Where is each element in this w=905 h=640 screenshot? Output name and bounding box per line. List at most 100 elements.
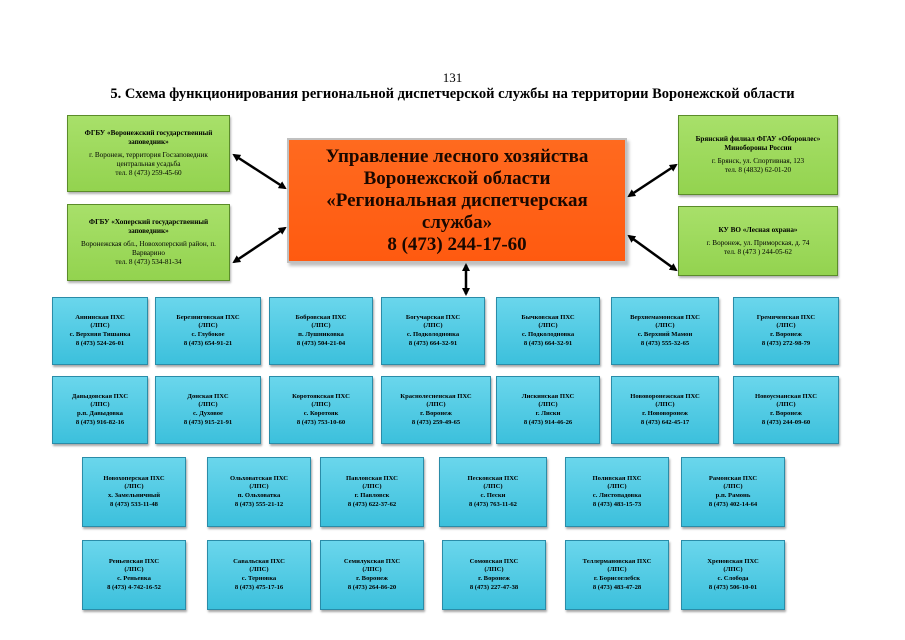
station-place: г. Павловск <box>354 492 390 499</box>
station-name: Верхнемамонская ПХС <box>630 313 700 321</box>
station-box: Верхнемамонская ПХС(ЛПС)с. Верхний Мамон… <box>611 297 719 365</box>
page-title: 5. Схема функционирования региональной д… <box>110 86 795 102</box>
station-name: Аннинская ПХС <box>75 313 125 321</box>
station-name: Давыдовская ПХС <box>71 392 129 400</box>
org-name: Брянский филиал ФГАУ «Оборонлес» Минобор… <box>695 135 821 152</box>
station-place: п. Лушниковка <box>298 331 344 338</box>
station-place: х. Замельничный <box>107 492 161 499</box>
station-type: (ЛПС) <box>423 322 443 330</box>
center-line-2: Воронежской области <box>363 167 551 189</box>
station-type: (ЛПС) <box>655 322 675 330</box>
station-phone: 8 (473) 506-10-01 <box>708 583 758 591</box>
station-place: с. Пески <box>480 492 506 499</box>
station-phone: 8 (473) 4-742-16-52 <box>107 583 161 591</box>
station-phone: 8 (473) 272-98-79 <box>761 339 811 347</box>
org-name: ФГБУ «Воронежский государственный запове… <box>84 129 213 146</box>
station-place: г. Воронеж <box>420 410 452 417</box>
station-name: Сомовская ПХС <box>469 557 519 565</box>
station-name: Песковская ПХС <box>467 474 519 482</box>
station-place: с. Подколодновка <box>406 331 460 338</box>
station-name: Краснолесненская ПХС <box>400 392 472 400</box>
station-place: с. Глубокое <box>191 331 225 338</box>
org-address: г. Брянск, ул. Спортивная, 123 <box>711 157 805 165</box>
org-box-oboronles: Брянский филиал ФГАУ «Оборонлес» Минобор… <box>678 115 838 195</box>
station-name: Павловская ПХС <box>346 474 398 482</box>
station-phone: 8 (473) 483-15-73 <box>592 500 642 508</box>
org-address: г. Воронеж, территория Госзаповедник цен… <box>89 151 208 168</box>
station-name: Новоусманская ПХС <box>755 392 817 400</box>
station-name: Савальская ПХС <box>233 557 285 565</box>
org-name: КУ ВО «Лесная охрана» <box>718 225 798 234</box>
station-type: (ЛПС) <box>607 566 627 574</box>
arrow-lesnaya-ohrana <box>627 234 678 272</box>
org-address: г. Воронеж, ул. Приморская, д. 74 <box>706 238 810 247</box>
station-type: (ЛПС) <box>249 483 269 491</box>
station-place: с. Подколодновка <box>521 331 575 338</box>
org-box-lesnaya-ohrana: КУ ВО «Лесная охрана» г. Воронеж, ул. Пр… <box>678 206 838 276</box>
station-type: (ЛПС) <box>362 483 382 491</box>
station-place: г. Нововоронеж <box>642 410 688 417</box>
station-name: Теллермановская ПХС <box>582 557 652 565</box>
station-name: Бобровская ПХС <box>295 313 347 321</box>
station-phone: 8 (473) 914-46-26 <box>523 418 573 426</box>
station-phone: 8 (473) 524-26-01 <box>75 339 125 347</box>
station-name: Донская ПХС <box>187 392 229 400</box>
station-place: с. Верхний Мамон <box>637 331 693 338</box>
station-type: (ЛПС) <box>426 401 446 409</box>
station-place: с. Терновка <box>241 575 277 582</box>
station-type: (ЛПС) <box>198 401 218 409</box>
center-line-3: «Региональная диспетчерская <box>326 189 588 211</box>
station-type: (ЛПС) <box>776 401 796 409</box>
station-place: с. Верхняя Тишанка <box>69 331 131 338</box>
station-phone: 8 (473) 915-21-91 <box>183 418 233 426</box>
org-name: ФГБУ «Хоперский государственный заповедн… <box>88 218 209 235</box>
station-phone: 8 (473) 244-09-60 <box>761 418 811 426</box>
station-type: (ЛПС) <box>362 566 382 574</box>
org-box-hgz: ФГБУ «Хоперский государственный заповедн… <box>67 204 230 281</box>
station-name: Реньевская ПХС <box>108 557 160 565</box>
station-place: п. Ольховатка <box>237 492 281 499</box>
station-place: с. Духовое <box>193 410 223 417</box>
station-place: г. Воронеж <box>770 331 802 338</box>
station-place: с. Реньевка <box>117 575 151 582</box>
station-phone: 8 (473) 475-17-16 <box>234 583 284 591</box>
station-phone: 8 (473) 763-11-62 <box>469 500 517 508</box>
station-type: (ЛПС) <box>198 322 218 330</box>
station-phone: 8 (473) 642-45-17 <box>640 418 690 426</box>
station-place: г. Воронеж <box>478 575 510 582</box>
station-phone: 8 (473) 753-10-60 <box>296 418 346 426</box>
station-type: (ЛПС) <box>90 401 110 409</box>
station-phone: 8 (473) 259-49-65 <box>411 418 461 426</box>
org-phone: тел. 8 (473 ) 244-05-62 <box>723 247 792 256</box>
station-phone: 8 (473) 504-21-04 <box>296 339 346 347</box>
station-phone: 8 (473) 622-37-62 <box>347 500 397 508</box>
station-phone: 8 (473) 916-82-16 <box>75 418 125 426</box>
station-name: Лискинская ПХС <box>521 392 575 400</box>
station-phone: 8 (473) 654-91-21 <box>183 339 233 347</box>
central-dispatch-box: Управление лесного хозяйства Воронежской… <box>287 138 627 263</box>
station-name: Нововоронежская ПХС <box>630 392 700 400</box>
station-phone: 8 (473) 227-47-38 <box>469 583 519 591</box>
arrow-hgz <box>232 226 287 264</box>
station-name: Хреновская ПХС <box>707 557 759 565</box>
station-type: (ЛПС) <box>249 566 269 574</box>
station-type: (ЛПС) <box>723 483 743 491</box>
station-phone: 8 (473) 533-11-48 <box>110 500 158 508</box>
station-type: (ЛПС) <box>776 322 796 330</box>
station-phone: 8 (473) 264-86-20 <box>347 583 397 591</box>
